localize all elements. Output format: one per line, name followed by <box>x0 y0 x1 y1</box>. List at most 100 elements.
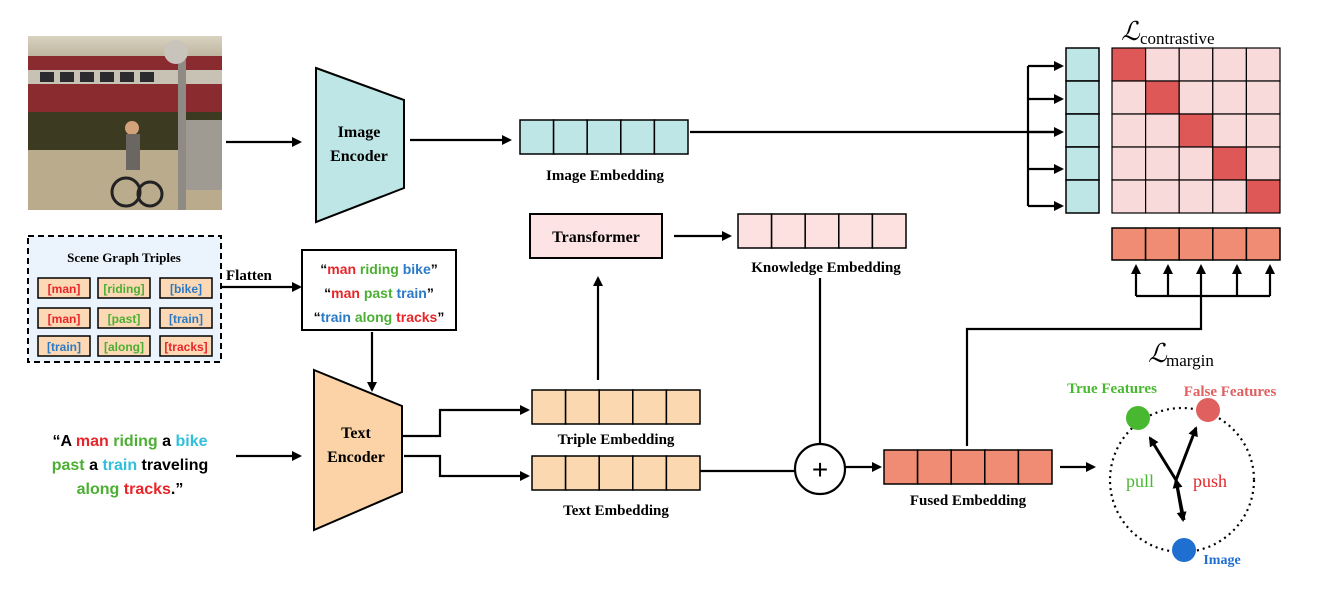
similarity-cell <box>1144 146 1180 181</box>
similarity-cell <box>1178 80 1214 115</box>
transformer-label: Transformer <box>552 229 640 246</box>
false-features-label: False Features <box>1184 384 1277 400</box>
text-run: ” <box>437 309 444 325</box>
similarity-cell <box>1111 146 1147 181</box>
text-run: “A <box>52 433 75 450</box>
image-column-cell <box>1065 113 1100 148</box>
text-embedding-cell <box>632 455 668 491</box>
text-line: “man past train” <box>324 285 434 301</box>
triple-embedding-cell <box>665 389 701 425</box>
similarity-cell <box>1212 47 1248 82</box>
image-node-label: Image <box>1203 553 1240 568</box>
text-line: “man riding bike” <box>320 261 437 277</box>
scene-graph-cells: [man][riding][bike][man][past][train][tr… <box>37 277 213 357</box>
scene-graph-token: [man] <box>48 312 81 326</box>
text-encoder-label-1: Text <box>341 425 371 442</box>
text-run: along <box>77 481 120 498</box>
text-run: man <box>331 285 360 301</box>
text-run: tracks <box>119 481 171 498</box>
text-line: past a train traveling <box>52 457 209 474</box>
image-column-cell <box>1065 179 1100 214</box>
image-node <box>1172 538 1196 562</box>
connectors <box>222 61 1275 481</box>
text-run: train <box>102 457 137 474</box>
knowledge-embedding <box>737 213 907 249</box>
text-run: a <box>158 433 176 450</box>
scene-graph-cell <box>97 335 151 357</box>
fused-embedding-cell <box>950 449 986 485</box>
input-photo <box>28 36 222 210</box>
text-embedding-cell <box>665 455 701 491</box>
scene-graph-title: Scene Graph Triples <box>67 250 181 265</box>
triple-embedding-cell <box>531 389 567 425</box>
loss-margin-symbol: ℒ <box>1148 339 1168 368</box>
similarity-cell <box>1144 47 1180 82</box>
image-encoder-label-2: Encoder <box>330 148 388 165</box>
image-embedding <box>519 119 689 155</box>
embedding-strips <box>519 119 1053 491</box>
transformer-box <box>529 213 663 259</box>
image-embedding-label: Image Embedding <box>546 168 664 184</box>
scene-graph-token: [bike] <box>170 282 202 296</box>
scene-graph-cell <box>37 277 91 299</box>
text-line: “A man riding a bike <box>52 433 207 450</box>
image-encoder: Image Encoder <box>315 66 405 224</box>
knowledge-embedding-cell <box>838 213 874 249</box>
image-encoder-label-1: Image <box>338 124 381 141</box>
similarity-cell-diagonal <box>1111 47 1147 82</box>
scene-graph-token: [along] <box>104 340 144 354</box>
false-features-node <box>1196 398 1220 422</box>
similarity-cell <box>1178 47 1214 82</box>
knowledge-embedding-cell <box>770 213 806 249</box>
image-column-cell <box>1065 47 1100 82</box>
text-embedding <box>531 455 701 491</box>
scene-graph-token: [riding] <box>103 282 144 296</box>
fused-embedding-label: Fused Embedding <box>910 493 1027 509</box>
image-embedding-cell <box>620 119 656 155</box>
triple-embedding-cell <box>598 389 634 425</box>
text-run: tracks <box>392 309 437 325</box>
text-line: along tracks.” <box>77 481 184 498</box>
triple-embedding-cell <box>632 389 668 425</box>
similarity-cell-diagonal <box>1212 146 1248 181</box>
similarity-cell <box>1212 179 1248 214</box>
loss-contrastive-title: ℒ contrastive <box>1121 17 1215 48</box>
text-run: train <box>321 309 351 325</box>
margin-diagram: True Features False Features pull push I… <box>1067 381 1276 568</box>
fused-row-cell <box>1178 227 1214 261</box>
loss-margin-title: ℒ margin <box>1148 339 1214 370</box>
text-run: train <box>393 285 427 301</box>
text-line: “train along tracks” <box>314 309 445 325</box>
fused-row-cell <box>1212 227 1248 261</box>
image-embedding-cell <box>586 119 622 155</box>
fusion-node: + <box>793 442 847 496</box>
pull-label: pull <box>1126 471 1154 491</box>
loss-contrastive-symbol: ℒ <box>1121 17 1141 46</box>
text-run: ” <box>431 261 438 277</box>
loss-margin-subscript: margin <box>1166 351 1214 370</box>
scene-graph-cell <box>37 307 91 329</box>
similarity-cell <box>1111 80 1147 115</box>
text-encoder: Text Encoder <box>313 368 403 532</box>
knowledge-embedding-cell <box>737 213 773 249</box>
similarity-cell <box>1245 80 1281 115</box>
text-run: man <box>76 433 109 450</box>
image-embedding-cell <box>653 119 689 155</box>
image-encoder-shape <box>315 66 405 224</box>
contrastive-matrix <box>1065 47 1281 261</box>
text-embedding-label: Text Embedding <box>563 503 669 519</box>
text-run: bike <box>175 433 207 450</box>
text-run: past <box>360 285 393 301</box>
text-run: .” <box>171 481 183 498</box>
scene-graph-token: [man] <box>48 282 81 296</box>
push-label: push <box>1193 471 1227 491</box>
image-column-cell <box>1065 80 1100 115</box>
knowledge-embedding-cell <box>871 213 907 249</box>
text-embedding-cell <box>598 455 634 491</box>
similarity-cell <box>1212 113 1248 148</box>
fused-embedding-cell <box>916 449 952 485</box>
fused-embedding-cell <box>984 449 1020 485</box>
flattened-lines: “man riding bike” “man past train” “train … <box>314 261 445 325</box>
flattened-triples: “man riding bike” “man past train” “train … <box>301 249 457 331</box>
